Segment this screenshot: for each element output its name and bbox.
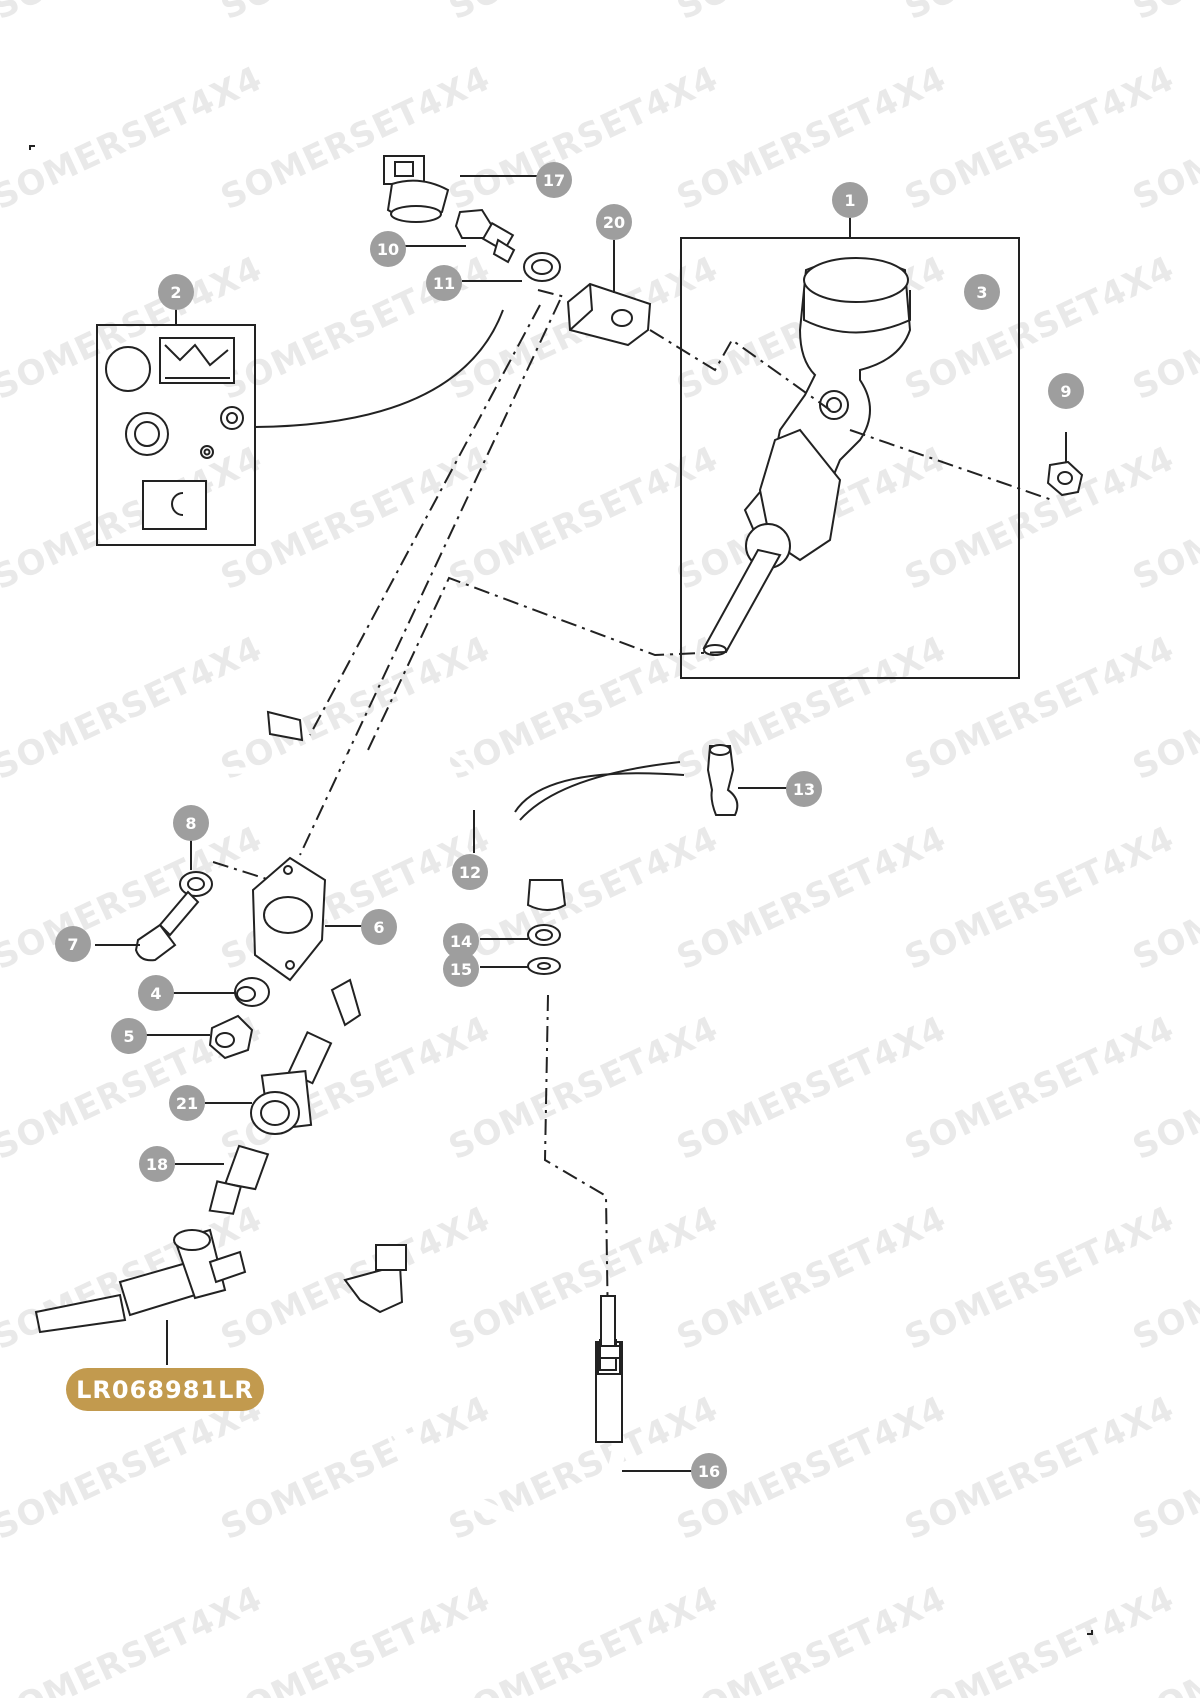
callout-circle xyxy=(173,805,209,841)
callout-15: 15 xyxy=(443,951,479,987)
callout-circle xyxy=(1048,373,1084,409)
callout-circle xyxy=(361,909,397,945)
callout-17: 17 xyxy=(536,162,572,198)
callout-4: 4 xyxy=(138,975,174,1011)
callout-circle xyxy=(786,771,822,807)
callout-label: 5 xyxy=(123,1027,134,1046)
callout-10: 10 xyxy=(370,231,406,267)
callout-label: 17 xyxy=(543,171,565,190)
assembly-line-2 xyxy=(649,329,831,411)
part-number-badge: LR068981LR xyxy=(66,1368,264,1411)
callout-circle xyxy=(111,1018,147,1054)
callout-label: 14 xyxy=(450,932,472,951)
callout-circle xyxy=(139,1146,175,1182)
callout-label: 10 xyxy=(377,240,399,259)
part-15-washer xyxy=(527,957,561,975)
callout-circle xyxy=(55,926,91,962)
slave-cylinder xyxy=(34,1228,247,1334)
kit-lead-line xyxy=(254,309,504,428)
callout-label: 18 xyxy=(146,1155,168,1174)
assembly-line-3 xyxy=(849,429,1053,501)
assembly-line-5 xyxy=(299,299,561,856)
callout-circle xyxy=(443,951,479,987)
crop-mark-bottom-right xyxy=(1087,1630,1093,1635)
callout-6: 6 xyxy=(361,909,397,945)
part-4-nut xyxy=(234,977,270,1007)
callout-circle xyxy=(452,854,488,890)
callout-circle xyxy=(443,923,479,959)
callout-1: 1 xyxy=(832,182,868,218)
part-5-nut xyxy=(208,1014,254,1060)
assembly-line-7 xyxy=(543,994,609,1331)
callout-11: 11 xyxy=(426,265,462,301)
part-11-washer xyxy=(523,252,561,282)
callout-20: 20 xyxy=(596,204,632,240)
part-16-hose xyxy=(330,978,626,1532)
part-18-fitting xyxy=(208,1144,270,1215)
callout-7: 7 xyxy=(55,926,91,962)
assembly-line-1 xyxy=(537,289,566,298)
callout-2: 2 xyxy=(158,274,194,310)
crop-mark-top-left xyxy=(29,145,35,150)
callout-circle xyxy=(832,182,868,218)
callout-circle xyxy=(138,975,174,1011)
part-20-union xyxy=(566,282,652,347)
assembly-line-8 xyxy=(212,861,271,881)
callout-circle xyxy=(370,231,406,267)
callout-18: 18 xyxy=(139,1146,175,1182)
callout-label: 8 xyxy=(185,814,196,833)
callout-label: 20 xyxy=(603,213,625,232)
part-17-switch xyxy=(383,155,450,223)
callout-21: 21 xyxy=(169,1085,205,1121)
watermark-text: SOMERSET4X4 xyxy=(1127,0,1200,28)
callout-label: 4 xyxy=(150,984,161,1003)
callout-label: 12 xyxy=(459,863,481,882)
callout-label: 11 xyxy=(433,274,455,293)
part-10-adaptor xyxy=(454,208,516,264)
callout-circle xyxy=(596,204,632,240)
callout-3: 3 xyxy=(964,274,1000,310)
part-12-pipe xyxy=(184,710,567,911)
repair-kit-contents xyxy=(105,337,244,530)
part-13-clip xyxy=(706,744,739,816)
assembly-line-4 xyxy=(309,304,541,736)
callout-label: 3 xyxy=(976,283,987,302)
callout-label: 6 xyxy=(373,918,384,937)
callout-label: 16 xyxy=(698,1462,720,1481)
callout-label: 21 xyxy=(176,1094,198,1113)
callout-14: 14 xyxy=(443,923,479,959)
part-6-gasket xyxy=(251,856,327,982)
callout-circle xyxy=(169,1085,205,1121)
master-cylinder xyxy=(702,257,912,656)
callout-label: 1 xyxy=(844,191,855,210)
part-8-washer xyxy=(179,871,213,897)
callout-circle xyxy=(964,274,1000,310)
callout-circle xyxy=(158,274,194,310)
callout-label: 2 xyxy=(170,283,181,302)
callout-circle xyxy=(536,162,572,198)
part-7-bolt xyxy=(134,890,200,962)
callout-label: 9 xyxy=(1060,382,1071,401)
watermark-text: SOMERSET4X4 xyxy=(0,1578,269,1698)
part-14-washer xyxy=(527,924,561,946)
part-21-fitting xyxy=(250,1031,333,1135)
part-9-nut xyxy=(1046,432,1084,497)
callout-5: 5 xyxy=(111,1018,147,1054)
callout-label: 15 xyxy=(450,960,472,979)
callout-label: 7 xyxy=(67,935,78,954)
callout-13: 13 xyxy=(786,771,822,807)
callout-circle xyxy=(691,1453,727,1489)
callout-9: 9 xyxy=(1048,373,1084,409)
part-number-label: LR068981LR xyxy=(76,1376,254,1404)
callout-label: 13 xyxy=(793,780,815,799)
assembly-line-6 xyxy=(367,576,727,751)
callout-8: 8 xyxy=(173,805,209,841)
callout-circle xyxy=(426,265,462,301)
callout-12: 12 xyxy=(452,854,488,890)
callout-16: 16 xyxy=(691,1453,727,1489)
